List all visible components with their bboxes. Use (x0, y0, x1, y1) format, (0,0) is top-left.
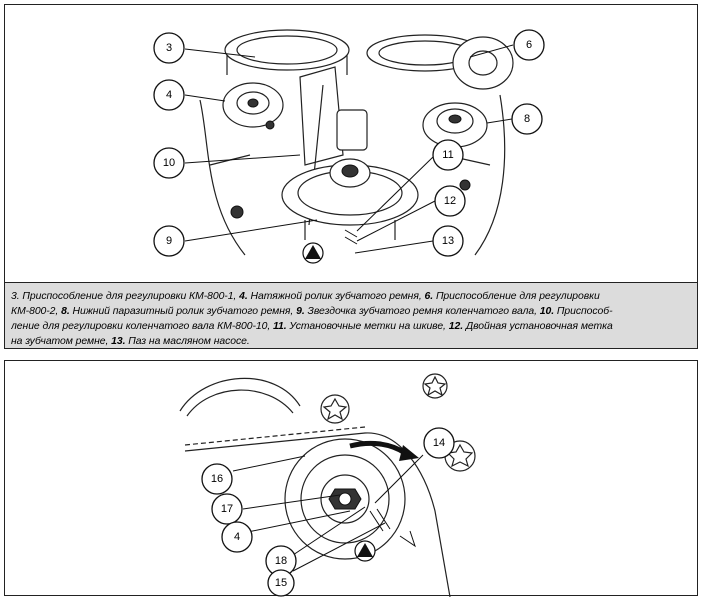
caption-item-number: 10. (539, 306, 555, 317)
callout-4: 4 (153, 79, 185, 111)
caption-text: Натяжной ролик зубчатого ремня, (247, 291, 425, 302)
svg-text:16: 16 (211, 473, 223, 485)
caption-item-number: 11. (273, 321, 287, 332)
svg-text:13: 13 (442, 235, 454, 247)
caption-item-number: 4. (239, 291, 248, 302)
idler-roller (422, 102, 488, 148)
svg-text:11: 11 (442, 149, 453, 161)
caption-text: Нижний паразитный ролик зубчатого ремня, (69, 306, 297, 317)
figure-crank-marks: 14 16 17 4 18 15 (4, 360, 698, 597)
upper-gear (179, 377, 301, 417)
caption-text: Приспособление для регулировки (433, 291, 600, 302)
svg-text:4: 4 (166, 89, 172, 101)
torx-bolt-icon (422, 373, 448, 399)
svg-text:12: 12 (444, 195, 456, 207)
publisher-logo-icon (302, 242, 324, 264)
tensioner-roller (222, 82, 284, 128)
callout-9: 9 (153, 225, 185, 257)
torx-bolt-icon (320, 394, 350, 424)
crankshaft-sprocket (284, 438, 406, 560)
caption-text: Установочные метки на шкиве, (286, 321, 449, 332)
svg-text:18: 18 (275, 555, 287, 567)
callout-8: 8 (511, 103, 543, 135)
figure-timing-tools: 3 6 4 8 10 11 12 9 13 (4, 4, 698, 283)
crankshaft-tool (299, 66, 368, 226)
caption-text: Двойная установочная метка (463, 321, 613, 332)
svg-text:15: 15 (275, 577, 287, 589)
callout-16: 16 (201, 463, 233, 495)
bolt-icon (230, 205, 244, 219)
caption-text: на зубчатом ремне, (11, 336, 112, 347)
caption-text: 3. Приспособление для регулировки КМ-800… (11, 291, 240, 302)
svg-text:8: 8 (524, 113, 530, 125)
caption-item-number: 13. (111, 336, 126, 347)
svg-text:4: 4 (234, 531, 240, 543)
caption-text: Паз на масляном насосе. (125, 336, 250, 347)
svg-text:3: 3 (166, 42, 172, 54)
callout-18: 18 (265, 545, 297, 577)
svg-text:9: 9 (166, 235, 172, 247)
caption-item-number: 9. (296, 306, 305, 317)
caption-item-number: 6. (424, 291, 434, 302)
callout-3: 3 (153, 32, 185, 64)
publisher-logo-icon (354, 540, 376, 562)
figure-caption: 3. Приспособление для регулировки КМ-800… (4, 283, 698, 349)
bolt-icon (459, 179, 471, 191)
callout-12: 12 (434, 185, 466, 217)
caption-line: на зубчатом ремне, 13. Паз на масляном н… (11, 334, 689, 349)
caption-item-number: 8. (61, 306, 70, 317)
svg-text:17: 17 (221, 503, 233, 515)
svg-text:14: 14 (433, 437, 445, 449)
caption-text: Приспособ- (554, 306, 613, 317)
callout-15: 15 (267, 569, 295, 597)
svg-text:6: 6 (526, 39, 532, 51)
callout-14: 14 (423, 427, 455, 459)
caption-text: ление для регулировки коленчатого вала К… (11, 321, 274, 332)
callout-6: 6 (513, 29, 545, 61)
caption-text: КМ-800-2, (11, 306, 62, 317)
caption-line: 3. Приспособление для регулировки КМ-800… (11, 289, 689, 304)
callout-17: 17 (211, 493, 243, 525)
caption-line: КМ-800-2, 8. Нижний паразитный ролик зуб… (11, 304, 689, 319)
camshaft-sprocket-right (366, 34, 514, 90)
caption-line: ление для регулировки коленчатого вала К… (11, 319, 689, 334)
engine-drawing-top: 3 6 4 8 10 11 12 9 13 (153, 29, 545, 264)
crank-sprocket-drawing: 14 16 17 4 18 15 (179, 373, 476, 597)
svg-text:10: 10 (163, 157, 175, 169)
crankshaft-sprocket (281, 158, 419, 240)
callout-10: 10 (153, 147, 185, 179)
bolt-icon (265, 120, 275, 130)
camshaft-sprocket-left (224, 29, 350, 75)
caption-text: Звездочка зубчатого ремня коленчатого ва… (304, 306, 540, 317)
callout-11: 11 (432, 139, 464, 171)
callout-4: 4 (221, 521, 253, 553)
caption-item-number: 12. (448, 321, 464, 332)
callout-13: 13 (432, 225, 464, 257)
